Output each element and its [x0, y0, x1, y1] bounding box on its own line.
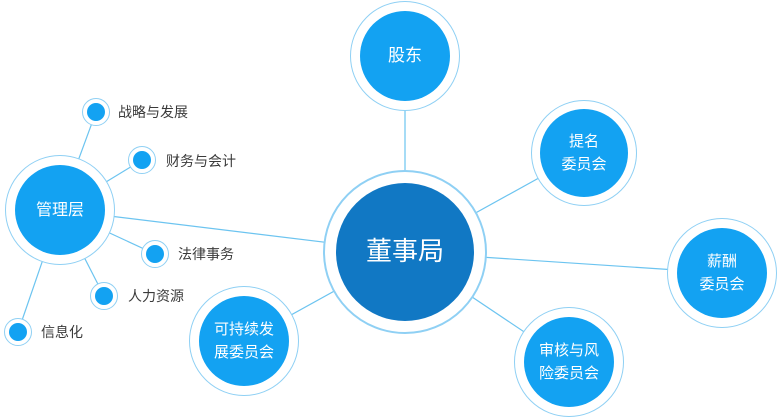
sustainability-label-line2: 展委员会 [213, 343, 274, 361]
remuneration-label-line2: 委员会 [699, 275, 745, 293]
board-node[interactable]: 董事局 [323, 170, 487, 334]
remuneration-label-line1: 薪酬 [706, 251, 737, 270]
it-label: 信息化 [41, 325, 83, 341]
legal-dot[interactable] [141, 240, 169, 268]
audit-label-line2: 险委员会 [538, 364, 599, 382]
shareholders-label: 股东 [360, 11, 450, 101]
nomination-label-line2: 委员会 [561, 155, 607, 173]
nomination-label-line1: 提名 [568, 131, 599, 150]
hr-dot[interactable] [90, 282, 118, 310]
board-label: 董事局 [336, 183, 474, 321]
remuneration-committee-node[interactable]: 薪酬 委员会 [667, 218, 777, 328]
audit-label-line1: 审核与风 [538, 340, 599, 359]
sustainability-committee-node[interactable]: 可持续发 展委员会 [189, 286, 299, 396]
strategy-label: 战略与发展 [118, 105, 188, 121]
management-node[interactable]: 管理层 [5, 155, 115, 265]
management-label: 管理层 [15, 165, 105, 255]
hr-label: 人力资源 [128, 289, 184, 305]
finance-label: 财务与会计 [166, 154, 236, 170]
it-dot[interactable] [4, 318, 32, 346]
audit-risk-committee-node[interactable]: 审核与风 险委员会 [514, 307, 624, 417]
sustainability-label-line1: 可持续发 [213, 319, 274, 338]
strategy-dot[interactable] [82, 98, 110, 126]
finance-dot[interactable] [128, 146, 156, 174]
legal-label: 法律事务 [178, 247, 234, 263]
shareholders-node[interactable]: 股东 [350, 1, 460, 111]
nomination-committee-node[interactable]: 提名 委员会 [531, 100, 637, 206]
